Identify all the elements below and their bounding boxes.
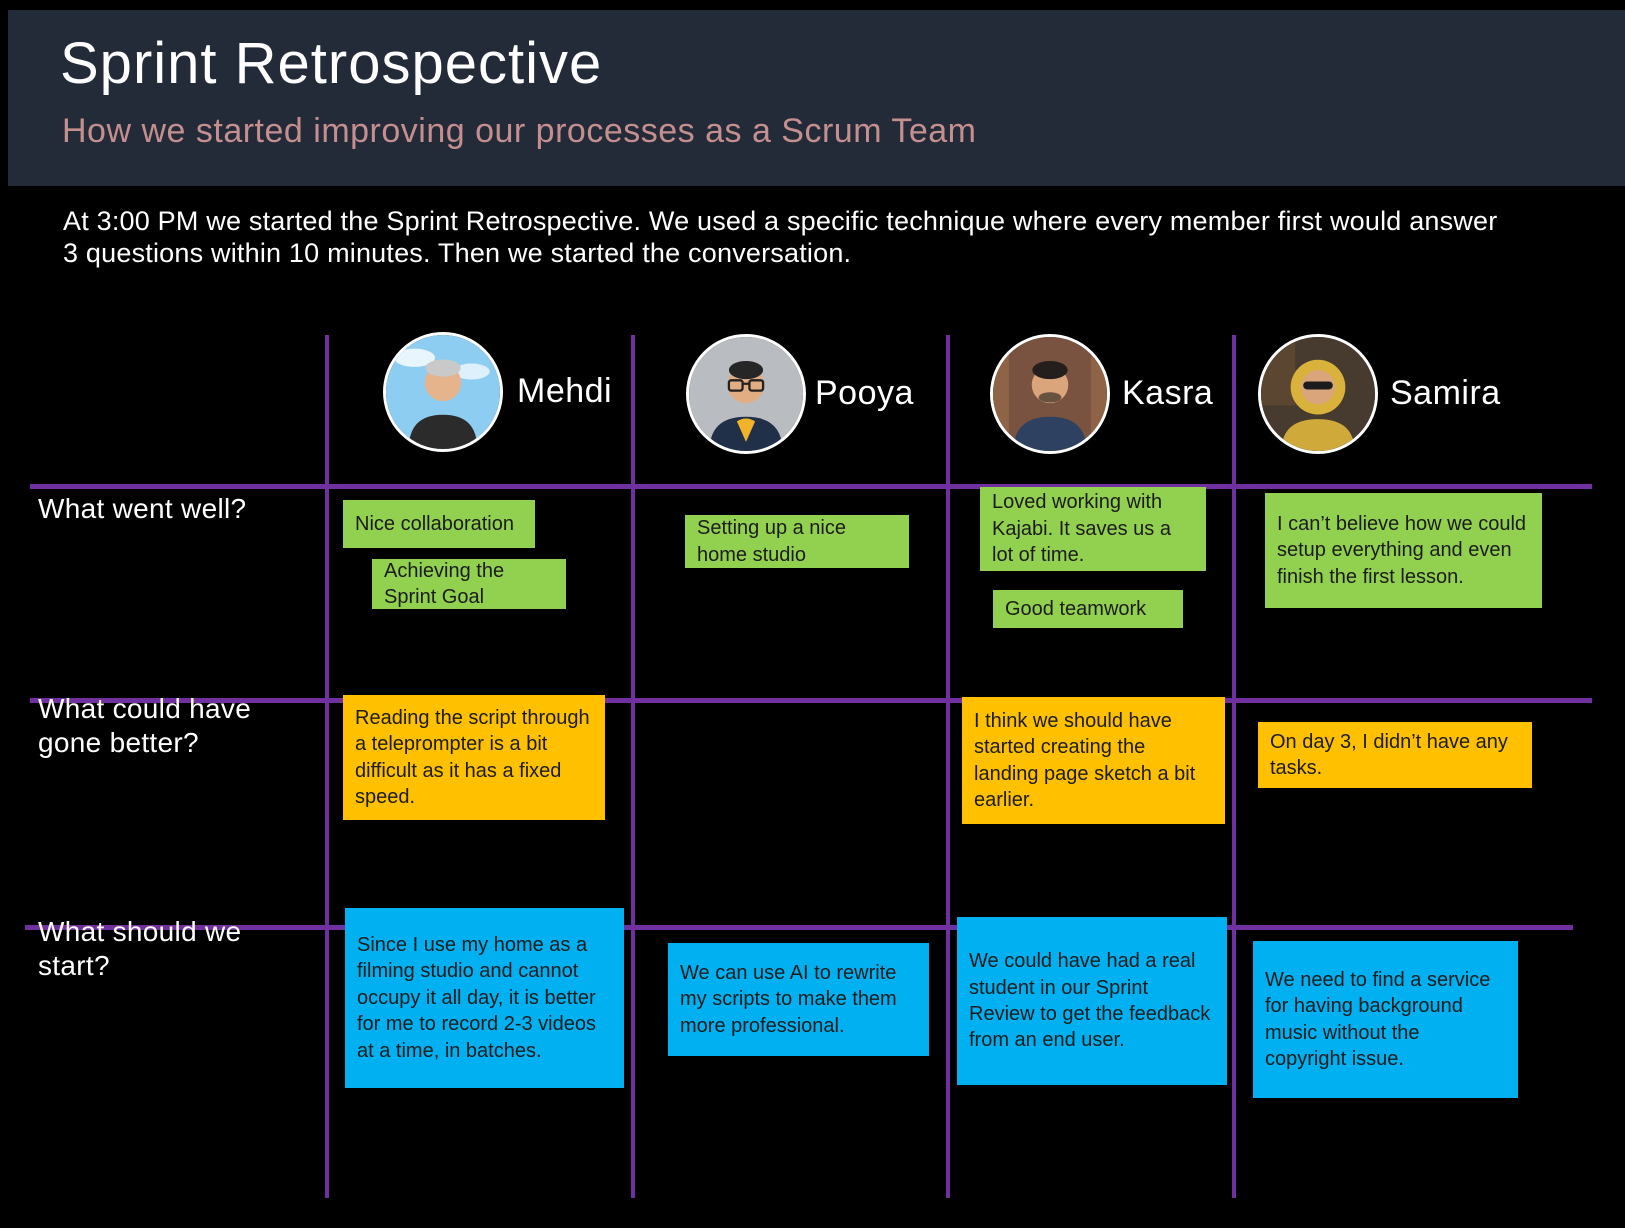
sticky-note-kasra-well-1: Loved working with Kajabi. It saves us a… bbox=[980, 487, 1206, 571]
row-label-what-went-well: What went well? bbox=[38, 493, 247, 524]
sticky-note-pooya-start-1: We can use AI to rewrite my scripts to m… bbox=[668, 943, 929, 1056]
sticky-note-samira-better-1: On day 3, I didn’t have any tasks. bbox=[1258, 722, 1532, 788]
avatar-samira-photo bbox=[1261, 337, 1375, 451]
sticky-note-kasra-well-2: Good teamwork bbox=[993, 590, 1183, 628]
avatar-kasra-photo bbox=[993, 337, 1107, 451]
avatar-mehdi-photo bbox=[386, 335, 500, 449]
row-label-what-could-have-gone-better: What could have gone better? bbox=[38, 693, 252, 758]
grid-horizontal-line-3 bbox=[25, 925, 1573, 930]
avatar-mehdi bbox=[383, 332, 503, 452]
avatar-kasra bbox=[990, 334, 1110, 454]
member-name-pooya: Pooya bbox=[815, 374, 914, 412]
grid-horizontal-line-1 bbox=[30, 484, 1592, 489]
row-label-what-should-we-start: What should we start? bbox=[38, 916, 242, 981]
sticky-note-mehdi-well-2: Achieving the Sprint Goal bbox=[372, 559, 566, 609]
grid-vertical-line-3 bbox=[946, 335, 950, 1198]
sticky-note-kasra-start-1: We could have had a real student in our … bbox=[957, 917, 1227, 1085]
sticky-note-mehdi-start-1: Since I use my home as a filming studio … bbox=[345, 908, 624, 1088]
member-name-samira: Samira bbox=[1390, 374, 1501, 412]
member-name-kasra: Kasra bbox=[1122, 374, 1214, 412]
sticky-note-samira-well-1: I can’t believe how we could setup every… bbox=[1265, 493, 1542, 608]
sticky-note-mehdi-better-1: Reading the script through a teleprompte… bbox=[343, 695, 605, 820]
sticky-note-kasra-better-1: I think we should have started creating … bbox=[962, 697, 1225, 824]
avatar-samira bbox=[1258, 334, 1378, 454]
avatar-pooya-photo bbox=[689, 337, 803, 451]
grid-vertical-line-2 bbox=[631, 335, 635, 1198]
grid-vertical-line-4 bbox=[1232, 335, 1236, 1198]
slide-header: Sprint Retrospective How we started impr… bbox=[8, 10, 1625, 186]
sticky-note-pooya-well-1: Setting up a nice home studio bbox=[685, 515, 909, 568]
page-subtitle: How we started improving our processes a… bbox=[62, 112, 977, 150]
sticky-note-samira-start-1: We need to find a service for having bac… bbox=[1253, 941, 1518, 1098]
intro-paragraph: At 3:00 PM we started the Sprint Retrosp… bbox=[63, 206, 1498, 268]
page-title: Sprint Retrospective bbox=[60, 31, 603, 96]
sticky-note-mehdi-well-1: Nice collaboration bbox=[343, 500, 535, 548]
member-name-mehdi: Mehdi bbox=[517, 372, 613, 410]
grid-horizontal-line-2 bbox=[30, 698, 1592, 703]
avatar-pooya bbox=[686, 334, 806, 454]
grid-vertical-line-1 bbox=[325, 335, 329, 1198]
